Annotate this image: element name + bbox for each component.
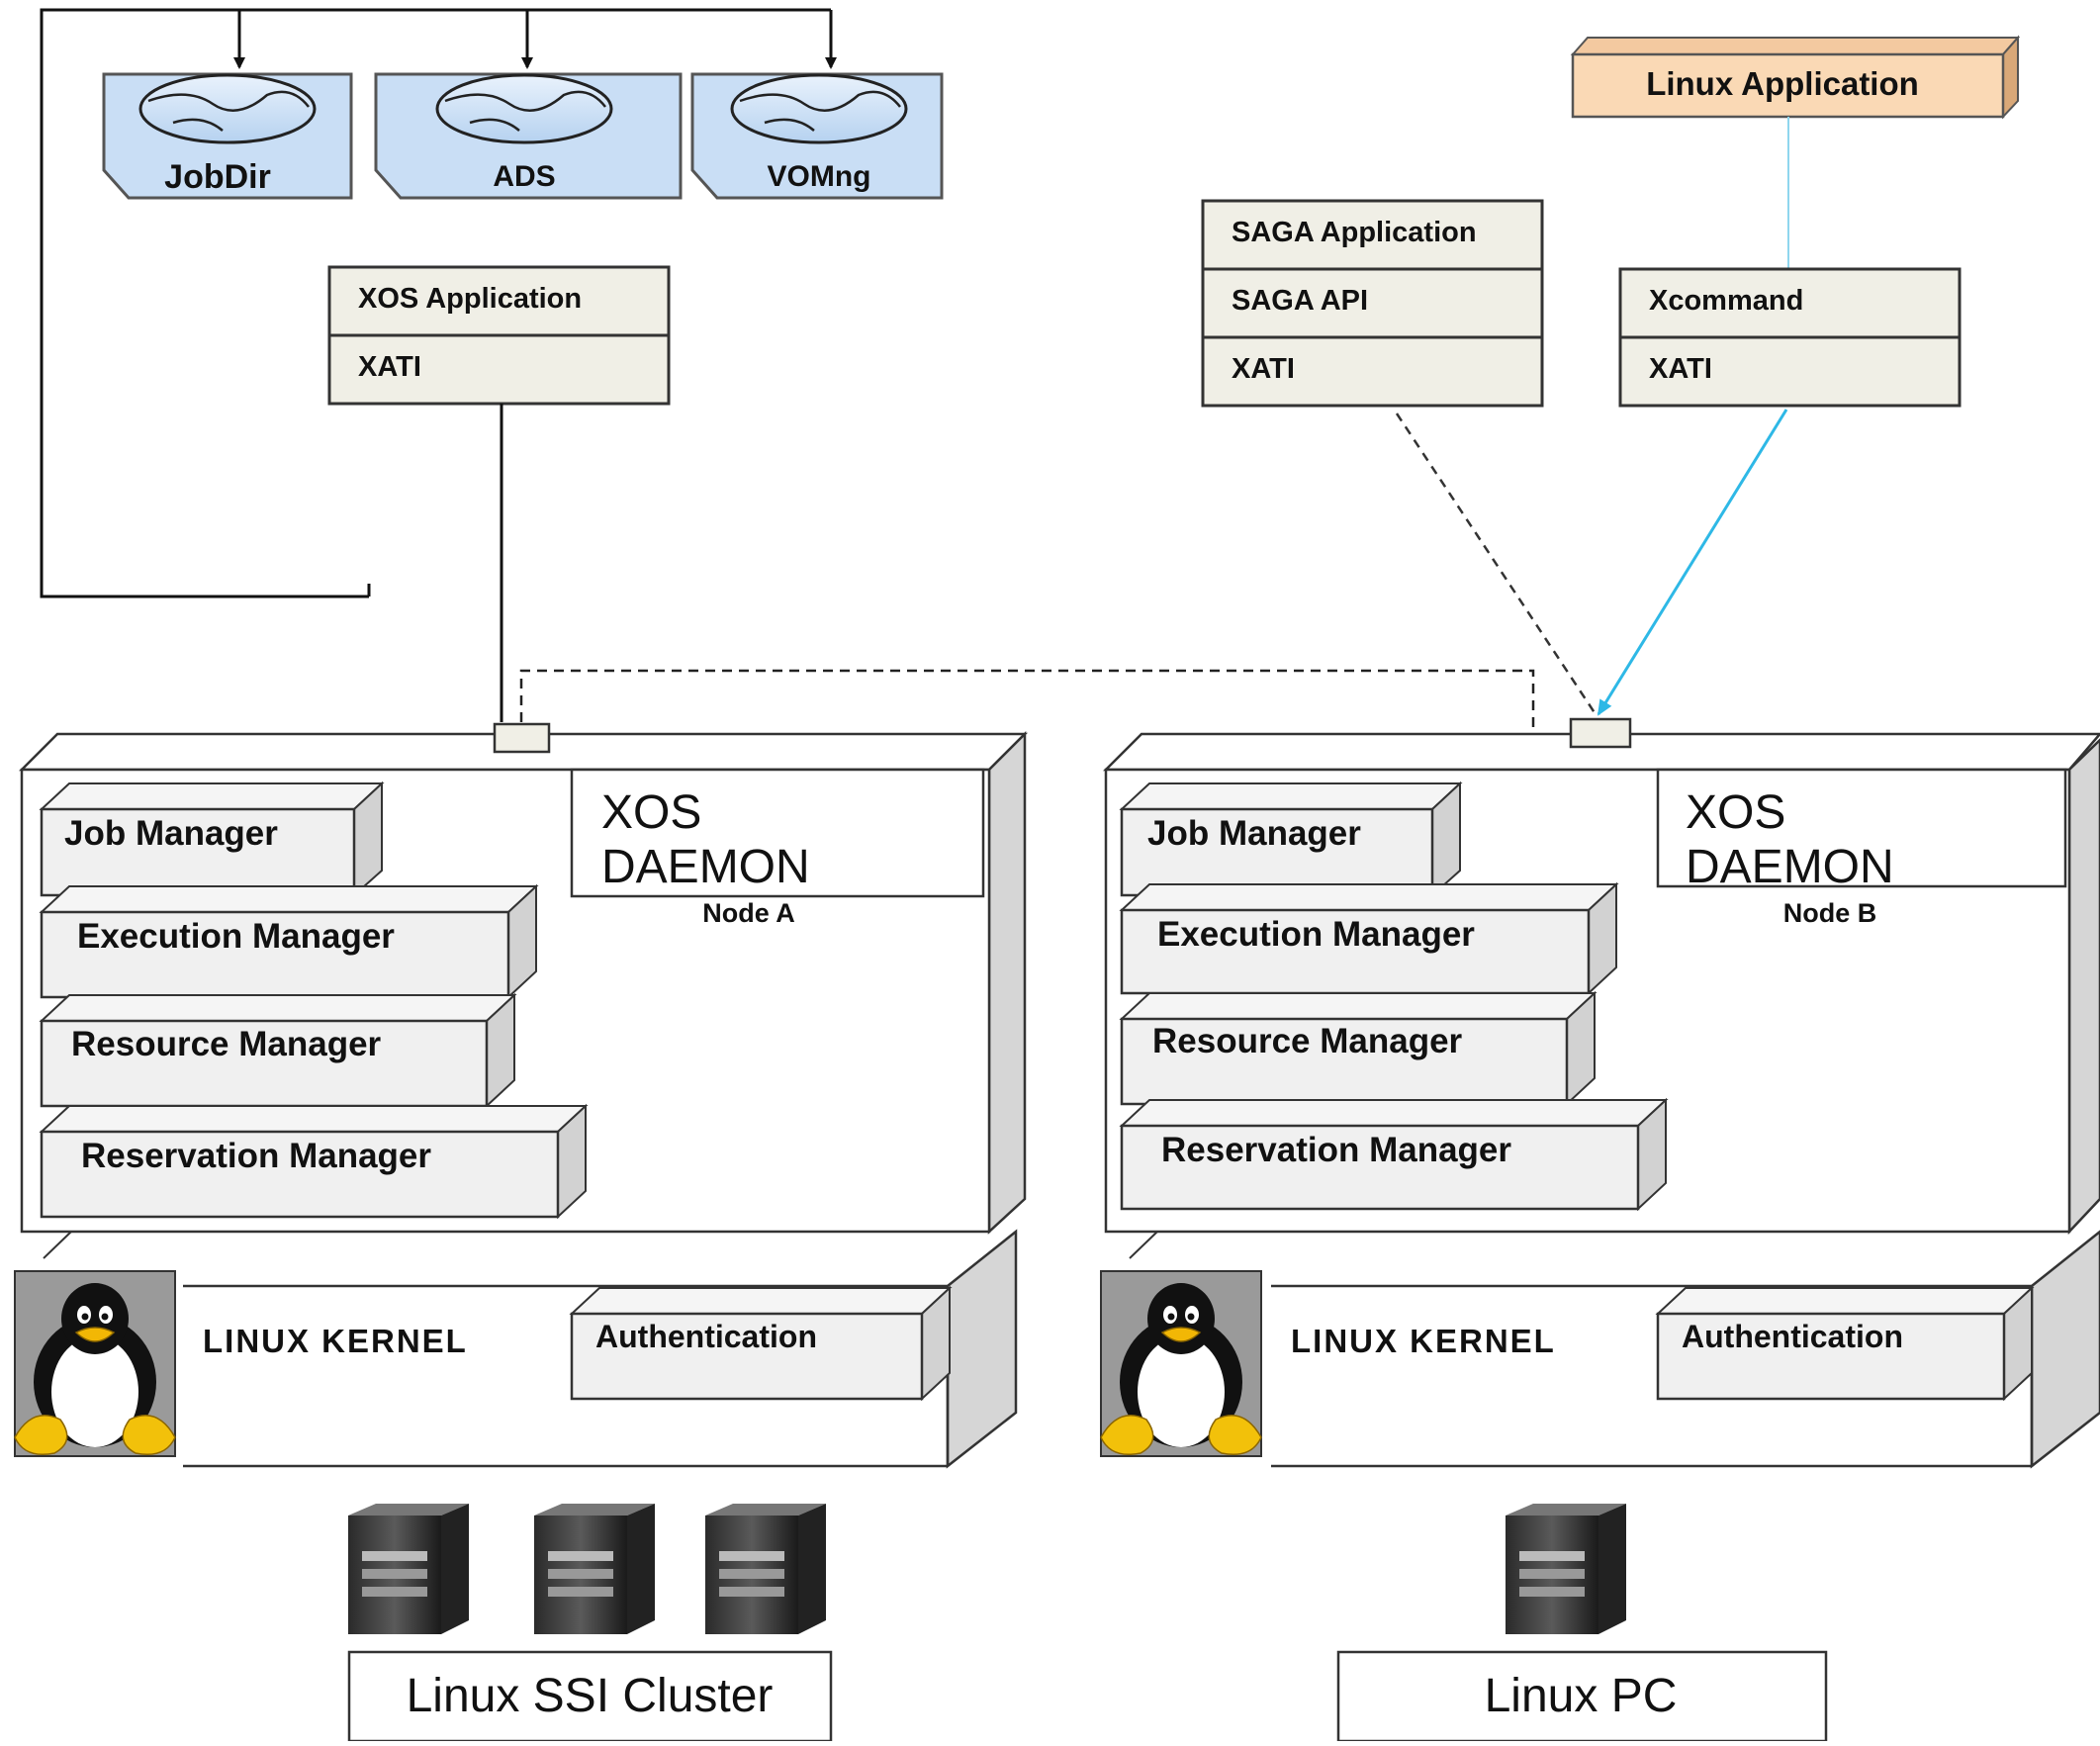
node-b-daemon-line2: DAEMON — [1686, 841, 1894, 893]
node-a-daemon-title-box — [570, 768, 985, 898]
globe-icon — [138, 73, 317, 144]
node-b-resource-manager: Resource Manager — [1119, 990, 1598, 1107]
node-b-execution-manager-label: Execution Manager — [1157, 915, 1475, 954]
xcommand-stack: Xcommand XATI — [1618, 267, 1962, 408]
xcommand-label: Xcommand — [1649, 285, 1803, 317]
node-b-reservation-manager: Reservation Manager — [1119, 1097, 1669, 1212]
linux-application-box: Linux Application — [1570, 35, 2021, 120]
node-b-resource-manager-label: Resource Manager — [1152, 1022, 1463, 1060]
server-tower-icon — [534, 1504, 655, 1634]
node-a-footer-box — [347, 1650, 833, 1743]
repository-vomng: VOMng — [690, 72, 944, 200]
node-b: XOS DAEMON Node B Job Manager Execution … — [1100, 717, 2100, 1743]
node-a-job-manager-label: Job Manager — [64, 814, 278, 853]
node-b-footer-box — [1336, 1650, 1828, 1743]
node-b-reservation-manager-label: Reservation Manager — [1161, 1131, 1511, 1169]
node-b-footer-label: Linux PC — [1485, 1670, 1678, 1722]
repository-ads: ADS — [374, 72, 683, 200]
node-a-reservation-manager-label: Reservation Manager — [81, 1137, 431, 1175]
node-a-reservation-manager: Reservation Manager — [39, 1103, 589, 1220]
node-a-label: Node A — [702, 898, 795, 928]
xcommand-xati-label: XATI — [1649, 353, 1712, 385]
node-a-resource-manager: Resource Manager — [39, 992, 517, 1109]
node-b-job-manager: Job Manager — [1119, 781, 1463, 898]
server-tower-icon — [1506, 1504, 1626, 1634]
xcommand-link — [1597, 409, 1788, 716]
node-a-execution-manager: Execution Manager — [39, 883, 539, 1000]
node-b-daemon-title-box — [1656, 768, 2067, 888]
xos-xati-label: XATI — [358, 351, 421, 383]
saga-app-link — [1395, 413, 1598, 715]
node-a-execution-manager-label: Execution Manager — [77, 917, 395, 956]
xos-application-stack: XOS Application XATI — [327, 265, 671, 406]
globe-icon — [730, 73, 908, 144]
server-tower-icon — [705, 1504, 826, 1634]
penguin-icon — [14, 1270, 176, 1457]
saga-application-stack: SAGA Application SAGA API XATI — [1201, 199, 1544, 408]
node-a-daemon-line1: XOS — [601, 786, 701, 839]
node-b-label: Node B — [1783, 898, 1877, 928]
repository-jobdir: JobDir — [102, 72, 353, 200]
saga-api-label: SAGA API — [1232, 285, 1368, 317]
node-a: XOS DAEMON Node A Job Manager Execution … — [14, 722, 1029, 1743]
saga-xati-label: XATI — [1232, 353, 1295, 385]
node-a-job-manager: Job Manager — [39, 781, 385, 898]
node-a-kernel-label: LINUX KERNEL — [203, 1323, 468, 1359]
node-b-authentication: Authentication — [1655, 1285, 2035, 1402]
xos-application-label: XOS Application — [358, 283, 582, 315]
node-a-daemon-line2: DAEMON — [601, 841, 810, 893]
node-b-authentication-label: Authentication — [1682, 1319, 1903, 1354]
penguin-icon — [1100, 1270, 1262, 1457]
ads-label: ADS — [493, 160, 555, 193]
node-a-port — [493, 722, 551, 754]
node-a-authentication: Authentication — [569, 1285, 953, 1402]
node-b-kernel-frame — [1129, 1230, 2100, 1469]
jobdir-label: JobDir — [164, 158, 271, 196]
globe-icon — [435, 73, 613, 144]
server-tower-icon — [348, 1504, 469, 1634]
node-b-port — [1569, 717, 1632, 749]
node-b-execution-manager: Execution Manager — [1119, 881, 1619, 996]
node-b-daemon-line1: XOS — [1686, 786, 1785, 839]
node-a-kernel-frame — [43, 1229, 1018, 1469]
linux-application-label: Linux Application — [1646, 65, 1919, 102]
node-b-kernel-label: LINUX KERNEL — [1291, 1323, 1556, 1359]
node-a-resource-manager-label: Resource Manager — [71, 1025, 382, 1063]
vomng-label: VOMng — [768, 160, 871, 193]
node-b-job-manager-label: Job Manager — [1147, 814, 1361, 853]
repository-connector — [40, 8, 837, 598]
node-a-footer-label: Linux SSI Cluster — [407, 1670, 774, 1722]
node-a-authentication-label: Authentication — [595, 1319, 817, 1354]
saga-application-label: SAGA Application — [1232, 217, 1477, 248]
